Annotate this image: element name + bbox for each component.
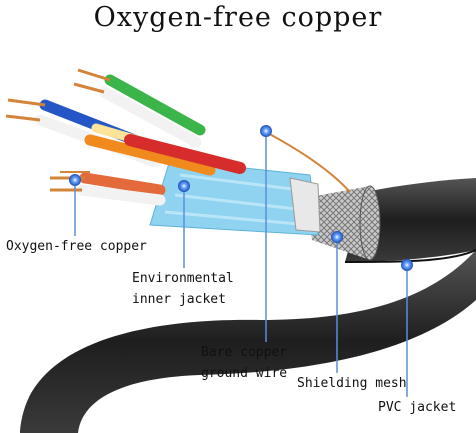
label-bare-copper-line1: Bare copper (201, 345, 288, 360)
label-shielding-mesh: Shielding mesh (297, 376, 407, 391)
label-bare-copper-ground-wire: Bare copper ground wire (201, 342, 287, 384)
leader-lines (74, 131, 408, 397)
label-environmental-line2: inner jacket (132, 292, 226, 307)
bare-copper-ground-wire (261, 129, 351, 193)
label-bare-copper-line2: ground wire (201, 366, 288, 381)
shielding-mesh (305, 185, 381, 261)
diagram-title: Oxygen-free copper (93, 2, 383, 33)
environmental-inner-jacket (149, 159, 321, 236)
marker-bare-copper-ground-wire (260, 125, 272, 137)
label-pvc-jacket: PVC jacket (378, 400, 457, 415)
twisted-pairs (5, 68, 246, 206)
label-environmental-line1: Environmental (132, 271, 234, 286)
label-environmental-inner-jacket: Environmental inner jacket (132, 268, 234, 310)
label-oxygen-free-copper: Oxygen-free copper (6, 239, 147, 254)
marker-oxygen-free-copper (69, 174, 81, 186)
marker-environmental-inner-jacket (178, 180, 190, 192)
marker-shielding-mesh (331, 231, 343, 243)
marker-pvc-jacket (401, 259, 413, 271)
